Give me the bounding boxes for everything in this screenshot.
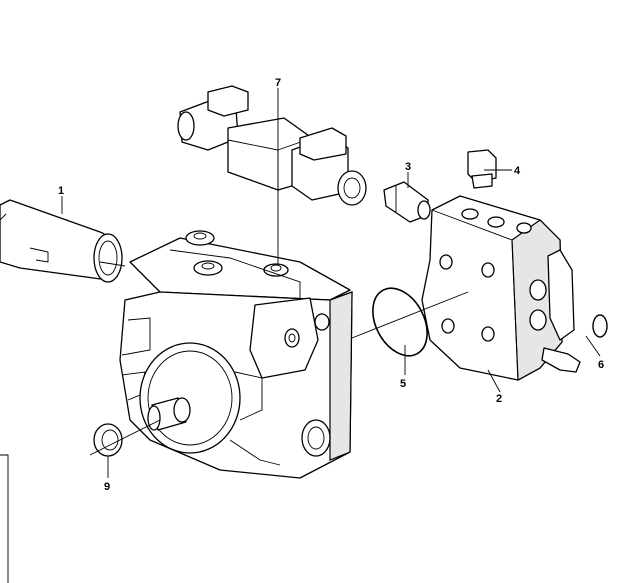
part-4-plug bbox=[467, 149, 497, 189]
part-1-cartridge bbox=[0, 199, 126, 283]
part-6-small-o-ring bbox=[592, 314, 608, 338]
callout-1: 1 bbox=[58, 185, 64, 197]
callout-9: 9 bbox=[104, 481, 110, 493]
callout-6: 6 bbox=[598, 359, 604, 371]
callout-5: 5 bbox=[400, 378, 406, 390]
part-7-solenoid-valve bbox=[177, 85, 367, 206]
frame-line bbox=[0, 454, 9, 583]
callout-2: 2 bbox=[496, 393, 502, 405]
leader-lines bbox=[61, 88, 601, 478]
pump-housing bbox=[119, 230, 353, 479]
callout-3: 3 bbox=[405, 161, 411, 173]
part-2-valve-block bbox=[421, 195, 581, 381]
callout-4: 4 bbox=[514, 165, 521, 177]
part-3-fitting bbox=[383, 181, 431, 223]
callout-7: 7 bbox=[275, 77, 281, 89]
